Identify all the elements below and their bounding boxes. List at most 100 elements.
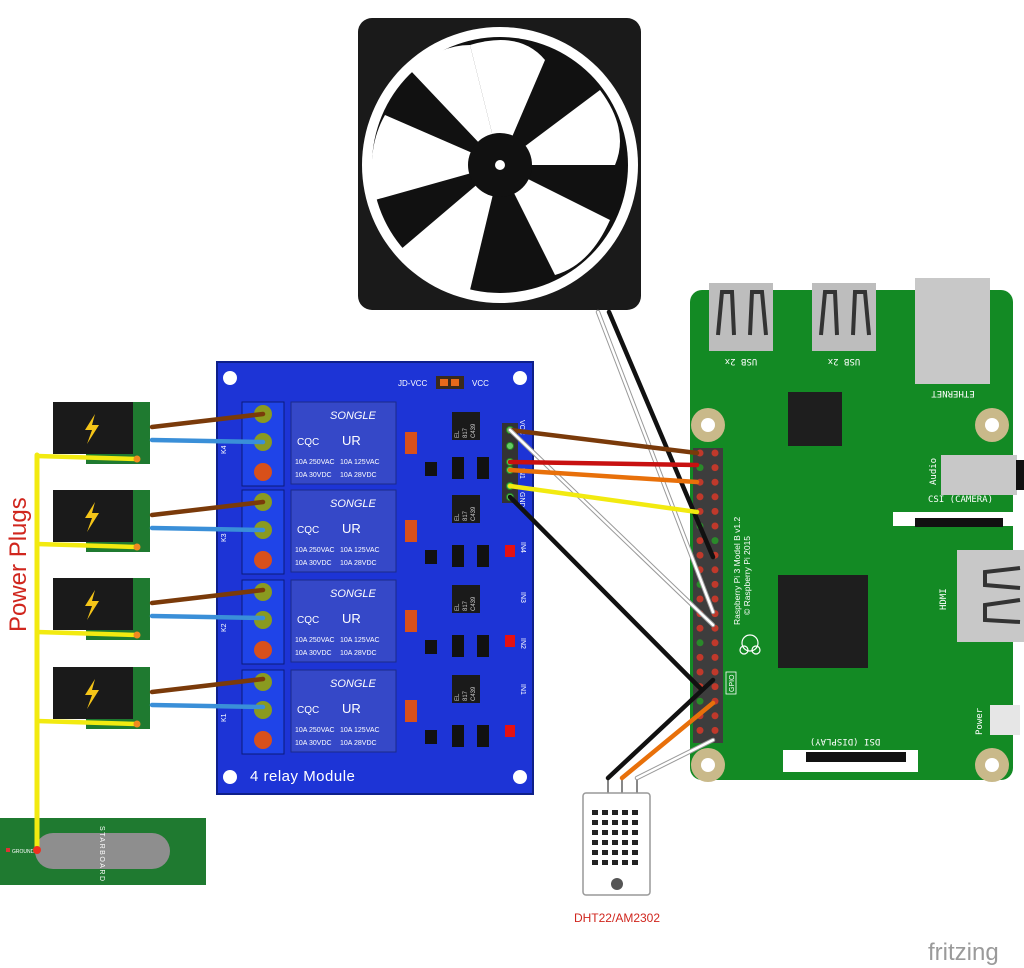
rpi-copyright: © Raspberry Pi 2015 bbox=[742, 536, 752, 615]
starboard-label: STARBOARD bbox=[98, 826, 105, 883]
optocoupler-marking: C439 bbox=[471, 686, 477, 701]
side-label-in3: IN3 bbox=[519, 592, 526, 603]
wire-brown bbox=[149, 411, 266, 430]
raspberry-pi: USB 2x USB 2x ETHERNET Audio CSI (CAMERA… bbox=[690, 278, 1024, 782]
sensor-vent bbox=[612, 850, 618, 855]
power-plugs bbox=[53, 402, 150, 729]
gpio-pin bbox=[696, 493, 704, 501]
sensor-vent bbox=[592, 860, 598, 865]
sensor-vent bbox=[602, 860, 608, 865]
led bbox=[505, 635, 515, 647]
lightning-icon bbox=[85, 414, 99, 444]
wire-brown bbox=[149, 676, 266, 695]
optocoupler-marking: 817 bbox=[463, 600, 469, 611]
relay-text: 10A 30VDC bbox=[295, 740, 332, 747]
hdmi-label: HDMI bbox=[939, 588, 949, 610]
lightning-icon bbox=[85, 679, 99, 709]
gpio-pin bbox=[696, 595, 704, 603]
sensor-vent bbox=[622, 830, 628, 835]
sensor-vent bbox=[612, 810, 618, 815]
sensor-vent bbox=[592, 820, 598, 825]
gpio-pin bbox=[711, 712, 719, 720]
gpio-pin bbox=[711, 653, 719, 661]
power-plug bbox=[53, 578, 150, 640]
gpio-pin bbox=[711, 580, 719, 588]
relay-text: 10A 125VAC bbox=[340, 459, 380, 466]
transistor bbox=[425, 462, 437, 476]
optocoupler-marking: EL bbox=[455, 693, 461, 701]
gpio-pin bbox=[696, 624, 704, 632]
gpio-pin bbox=[711, 507, 719, 515]
relay-text: 10A 28VDC bbox=[340, 472, 377, 479]
gpio-pin bbox=[711, 522, 719, 530]
power-plug bbox=[53, 667, 150, 729]
gpio-pin bbox=[711, 478, 719, 486]
gpio-pin bbox=[711, 683, 719, 691]
dsi-label: DSI (DISPLAY) bbox=[810, 736, 880, 746]
sensor-vent bbox=[602, 840, 608, 845]
jdvcc-label: JD-VCC bbox=[398, 379, 428, 388]
power-plugs-title: Power Plugs bbox=[5, 497, 32, 632]
sensor-vent bbox=[622, 820, 628, 825]
usb-label: USB 2x bbox=[827, 356, 860, 366]
sensor-vent bbox=[592, 810, 598, 815]
relay-text: 10A 125VAC bbox=[340, 727, 380, 734]
relay-text: CQC bbox=[297, 525, 319, 536]
wire-yellow bbox=[34, 541, 140, 550]
relay-text: UR bbox=[342, 611, 361, 626]
optocoupler-marking: 817 bbox=[463, 427, 469, 438]
relay-text: 10A 28VDC bbox=[340, 650, 377, 657]
relay-text: 10A 125VAC bbox=[340, 637, 380, 644]
side-label-in2: IN2 bbox=[519, 638, 526, 649]
sensor-vent bbox=[632, 860, 638, 865]
sensor-vent bbox=[632, 830, 638, 835]
terminal-screw bbox=[254, 731, 272, 749]
wire-yellow bbox=[34, 629, 140, 638]
hdmi-port bbox=[957, 550, 1024, 642]
terminal-screw bbox=[254, 463, 272, 481]
optocoupler-marking: EL bbox=[455, 513, 461, 521]
header-pin-label: GND bbox=[518, 492, 525, 508]
gpio-pin bbox=[696, 697, 704, 705]
channel-label: K2 bbox=[221, 623, 228, 632]
sensor-vent bbox=[602, 820, 608, 825]
gpio-pin bbox=[711, 639, 719, 647]
relay-text: UR bbox=[342, 701, 361, 716]
sensor-vent bbox=[622, 840, 628, 845]
lightning-icon bbox=[85, 590, 99, 620]
gpio-pin bbox=[711, 566, 719, 574]
audio-label: Audio bbox=[929, 458, 939, 485]
sensor-vent bbox=[592, 830, 598, 835]
optocoupler-marking: C439 bbox=[471, 506, 477, 521]
terminal-screw bbox=[254, 551, 272, 569]
fritzing-logo: fritzing bbox=[928, 939, 999, 966]
resistor bbox=[405, 610, 417, 632]
sensor-vent bbox=[632, 820, 638, 825]
relay-text: 10A 250VAC bbox=[295, 637, 335, 644]
gpio-pin bbox=[711, 595, 719, 603]
gpio-pin bbox=[711, 493, 719, 501]
relay-text: 10A 28VDC bbox=[340, 740, 377, 747]
wire-brown bbox=[507, 427, 700, 456]
wire-blue bbox=[149, 437, 266, 445]
sensor-vent bbox=[632, 810, 638, 815]
optocoupler bbox=[452, 495, 480, 523]
header-pin-label: VCC bbox=[518, 420, 525, 435]
gpio-pin bbox=[711, 537, 719, 545]
sensor-vent bbox=[592, 840, 598, 845]
wire-dht-orange bbox=[619, 700, 716, 781]
channel-label: K4 bbox=[221, 445, 228, 454]
terminal-screw bbox=[254, 641, 272, 659]
csi-connector bbox=[915, 518, 1003, 527]
dht22-sensor: DHT22/AM2302 bbox=[574, 778, 660, 925]
transistor bbox=[425, 550, 437, 564]
gpio-pin bbox=[696, 639, 704, 647]
sensor-vent bbox=[612, 840, 618, 845]
ethernet-label: ETHERNET bbox=[931, 388, 975, 398]
ethernet-port bbox=[915, 278, 990, 384]
wire-blue bbox=[149, 702, 266, 710]
optocoupler bbox=[452, 675, 480, 703]
